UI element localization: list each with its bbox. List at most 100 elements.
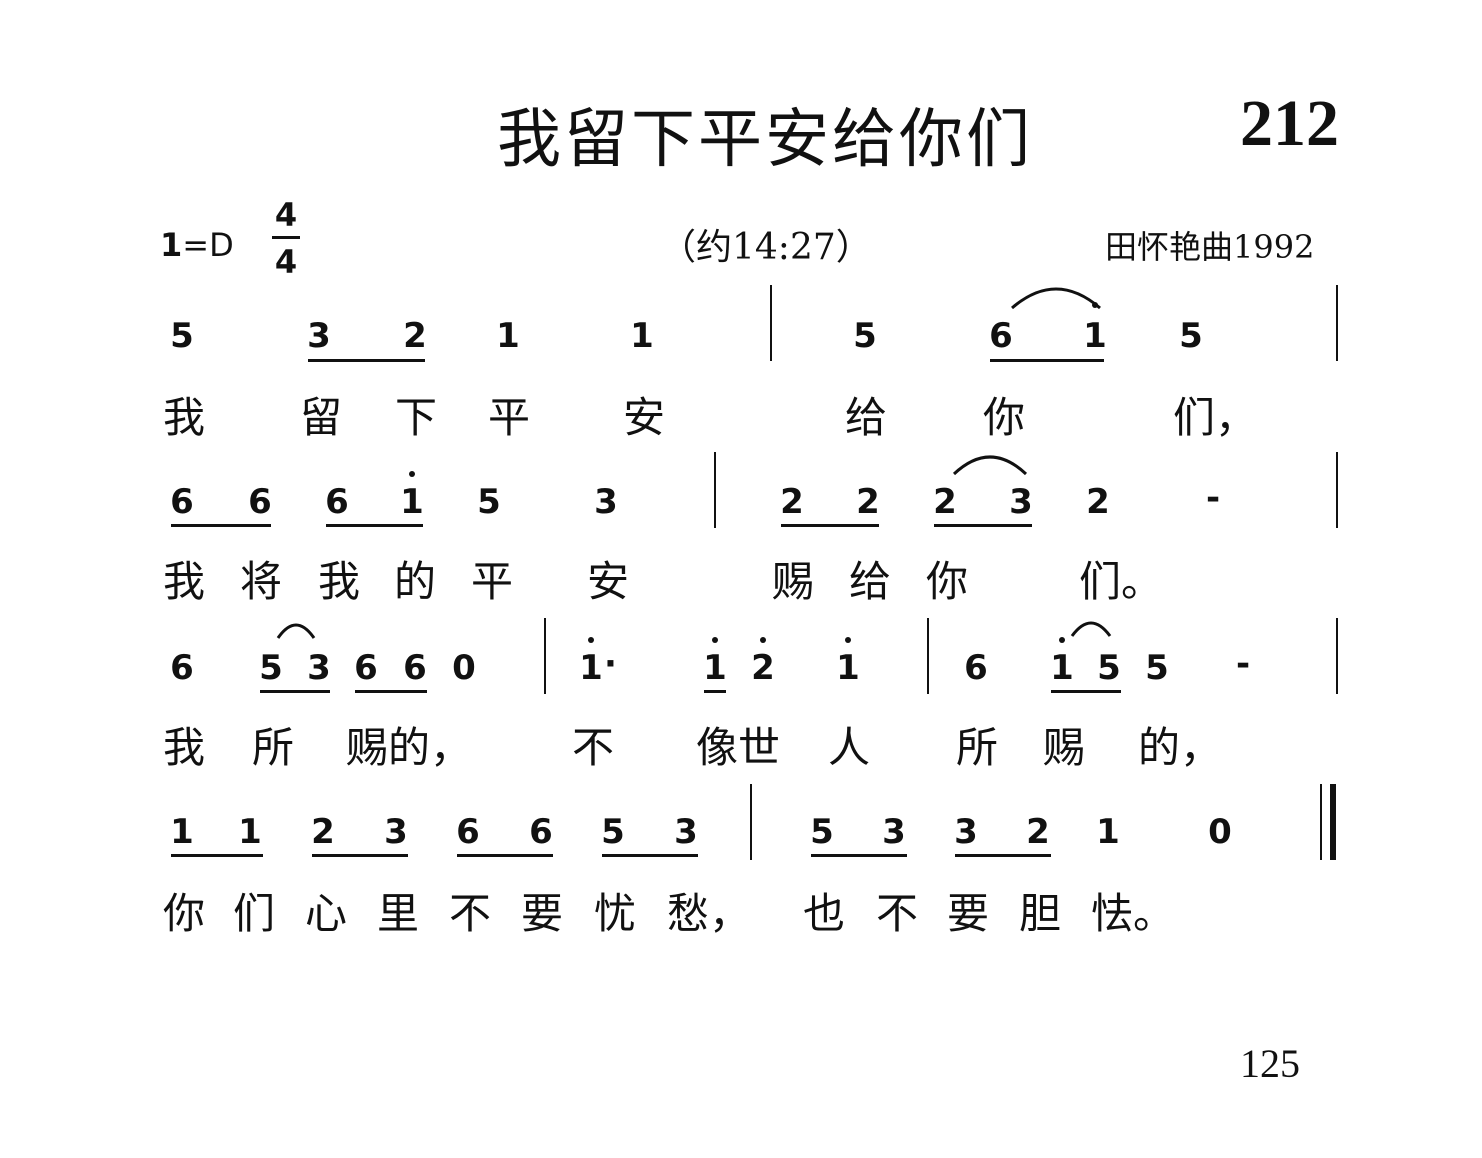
lyric-syllable: 赐的， bbox=[346, 723, 473, 772]
note: 3 bbox=[954, 812, 978, 852]
key-signature: 1=D bbox=[160, 226, 234, 264]
note: 6 bbox=[325, 482, 349, 522]
lyric-syllable: 要 bbox=[947, 889, 990, 938]
lyric-syllable: 我 bbox=[318, 557, 361, 606]
time-signature-line bbox=[272, 236, 300, 239]
lyric-syllable: 你 bbox=[926, 557, 969, 606]
eighth-underline bbox=[955, 854, 1051, 857]
eighth-underline bbox=[171, 854, 263, 857]
note: 2 bbox=[856, 482, 880, 522]
note: 3 bbox=[594, 482, 618, 522]
key-pitch: =D bbox=[182, 226, 234, 264]
lyric-syllable: 的 bbox=[394, 557, 437, 606]
time-signature-bottom: 4 bbox=[274, 243, 298, 281]
note: 1 bbox=[579, 648, 603, 688]
eighth-underline bbox=[704, 690, 726, 693]
note: 5 bbox=[170, 316, 194, 356]
note: 5 bbox=[853, 316, 877, 356]
note: 6 bbox=[964, 648, 988, 688]
note: 2 bbox=[1086, 482, 1110, 522]
note: 2 bbox=[751, 648, 775, 688]
lyric-syllable: 给 bbox=[845, 393, 888, 442]
note: 6 bbox=[170, 482, 194, 522]
note: 6 bbox=[354, 648, 378, 688]
barline bbox=[544, 618, 546, 694]
lyric-syllable: 也 bbox=[803, 889, 846, 938]
note: 1 bbox=[170, 812, 194, 852]
note: 1 bbox=[1083, 316, 1107, 356]
duration-dash: - bbox=[1206, 478, 1221, 518]
final-barline-thick bbox=[1330, 784, 1336, 860]
note: 6 bbox=[170, 648, 194, 688]
note: 2 bbox=[933, 482, 957, 522]
note: 1 bbox=[496, 316, 520, 356]
note: 2 bbox=[780, 482, 804, 522]
duration-dash: - bbox=[1236, 644, 1251, 684]
hymn-title: 我留下平安给你们 bbox=[497, 103, 1033, 177]
note: 5 bbox=[1179, 316, 1203, 356]
octave-dot bbox=[1059, 637, 1065, 643]
note: 3 bbox=[674, 812, 698, 852]
augmentation-dot: · bbox=[604, 644, 617, 684]
lyric-syllable: 像世 bbox=[696, 723, 781, 772]
octave-dot bbox=[712, 637, 718, 643]
lyric-syllable: 安 bbox=[623, 393, 666, 442]
note: 2 bbox=[1026, 812, 1050, 852]
time-signature: 4 4 bbox=[272, 198, 300, 279]
time-signature-top: 4 bbox=[274, 196, 298, 234]
eighth-underline bbox=[312, 854, 408, 857]
lyric-syllable: 给 bbox=[849, 557, 892, 606]
note: 1 bbox=[630, 316, 654, 356]
note: 2 bbox=[311, 812, 335, 852]
eighth-underline bbox=[260, 690, 330, 693]
lyric-syllable: 下 bbox=[395, 393, 438, 442]
note: 3 bbox=[384, 812, 408, 852]
eighth-underline bbox=[781, 524, 879, 527]
lyric-syllable: 的， bbox=[1138, 723, 1223, 772]
barline bbox=[714, 452, 716, 528]
note: 6 bbox=[403, 648, 427, 688]
lyric-syllable: 们 bbox=[233, 889, 276, 938]
eighth-underline bbox=[1051, 690, 1121, 693]
octave-dot bbox=[409, 471, 415, 477]
lyric-syllable: 人 bbox=[828, 723, 871, 772]
lyric-syllable: 赐 bbox=[1043, 723, 1086, 772]
note: 5 bbox=[601, 812, 625, 852]
slur-arc bbox=[276, 623, 316, 639]
lyric-syllable: 平 bbox=[488, 393, 531, 442]
key-tonic: 1 bbox=[160, 226, 183, 264]
lyric-syllable: 不 bbox=[449, 889, 492, 938]
lyric-syllable: 不 bbox=[876, 889, 919, 938]
final-barline-thin bbox=[1320, 784, 1322, 860]
lyric-syllable: 忧 bbox=[594, 889, 637, 938]
lyric-syllable: 赐 bbox=[772, 557, 815, 606]
note: 1 bbox=[836, 648, 860, 688]
slur-arc bbox=[952, 455, 1028, 476]
lyric-syllable: 怯。 bbox=[1091, 889, 1176, 938]
barline bbox=[1336, 618, 1338, 694]
lyric-syllable: 我 bbox=[163, 393, 206, 442]
lyric-syllable: 们。 bbox=[1079, 557, 1164, 606]
lyric-syllable: 愁， bbox=[667, 889, 752, 938]
note: 5 bbox=[477, 482, 501, 522]
page-number: 125 bbox=[1240, 1041, 1300, 1086]
note: 5 bbox=[810, 812, 834, 852]
note: 3 bbox=[882, 812, 906, 852]
note: 0 bbox=[452, 648, 476, 688]
note: 5 bbox=[1097, 648, 1121, 688]
note: 3 bbox=[1009, 482, 1033, 522]
slur-arc bbox=[1070, 621, 1112, 637]
barline bbox=[750, 784, 752, 860]
eighth-underline bbox=[990, 359, 1104, 362]
eighth-underline bbox=[457, 854, 553, 857]
note: 6 bbox=[529, 812, 553, 852]
eighth-underline bbox=[326, 524, 423, 527]
note: 1 bbox=[703, 648, 727, 688]
note: 3 bbox=[307, 316, 331, 356]
octave-dot bbox=[845, 637, 851, 643]
eighth-underline bbox=[811, 854, 907, 857]
note: 6 bbox=[989, 316, 1013, 356]
lyric-syllable: 你 bbox=[983, 393, 1026, 442]
lyric-syllable: 我 bbox=[163, 557, 206, 606]
lyric-syllable: 你 bbox=[163, 889, 206, 938]
